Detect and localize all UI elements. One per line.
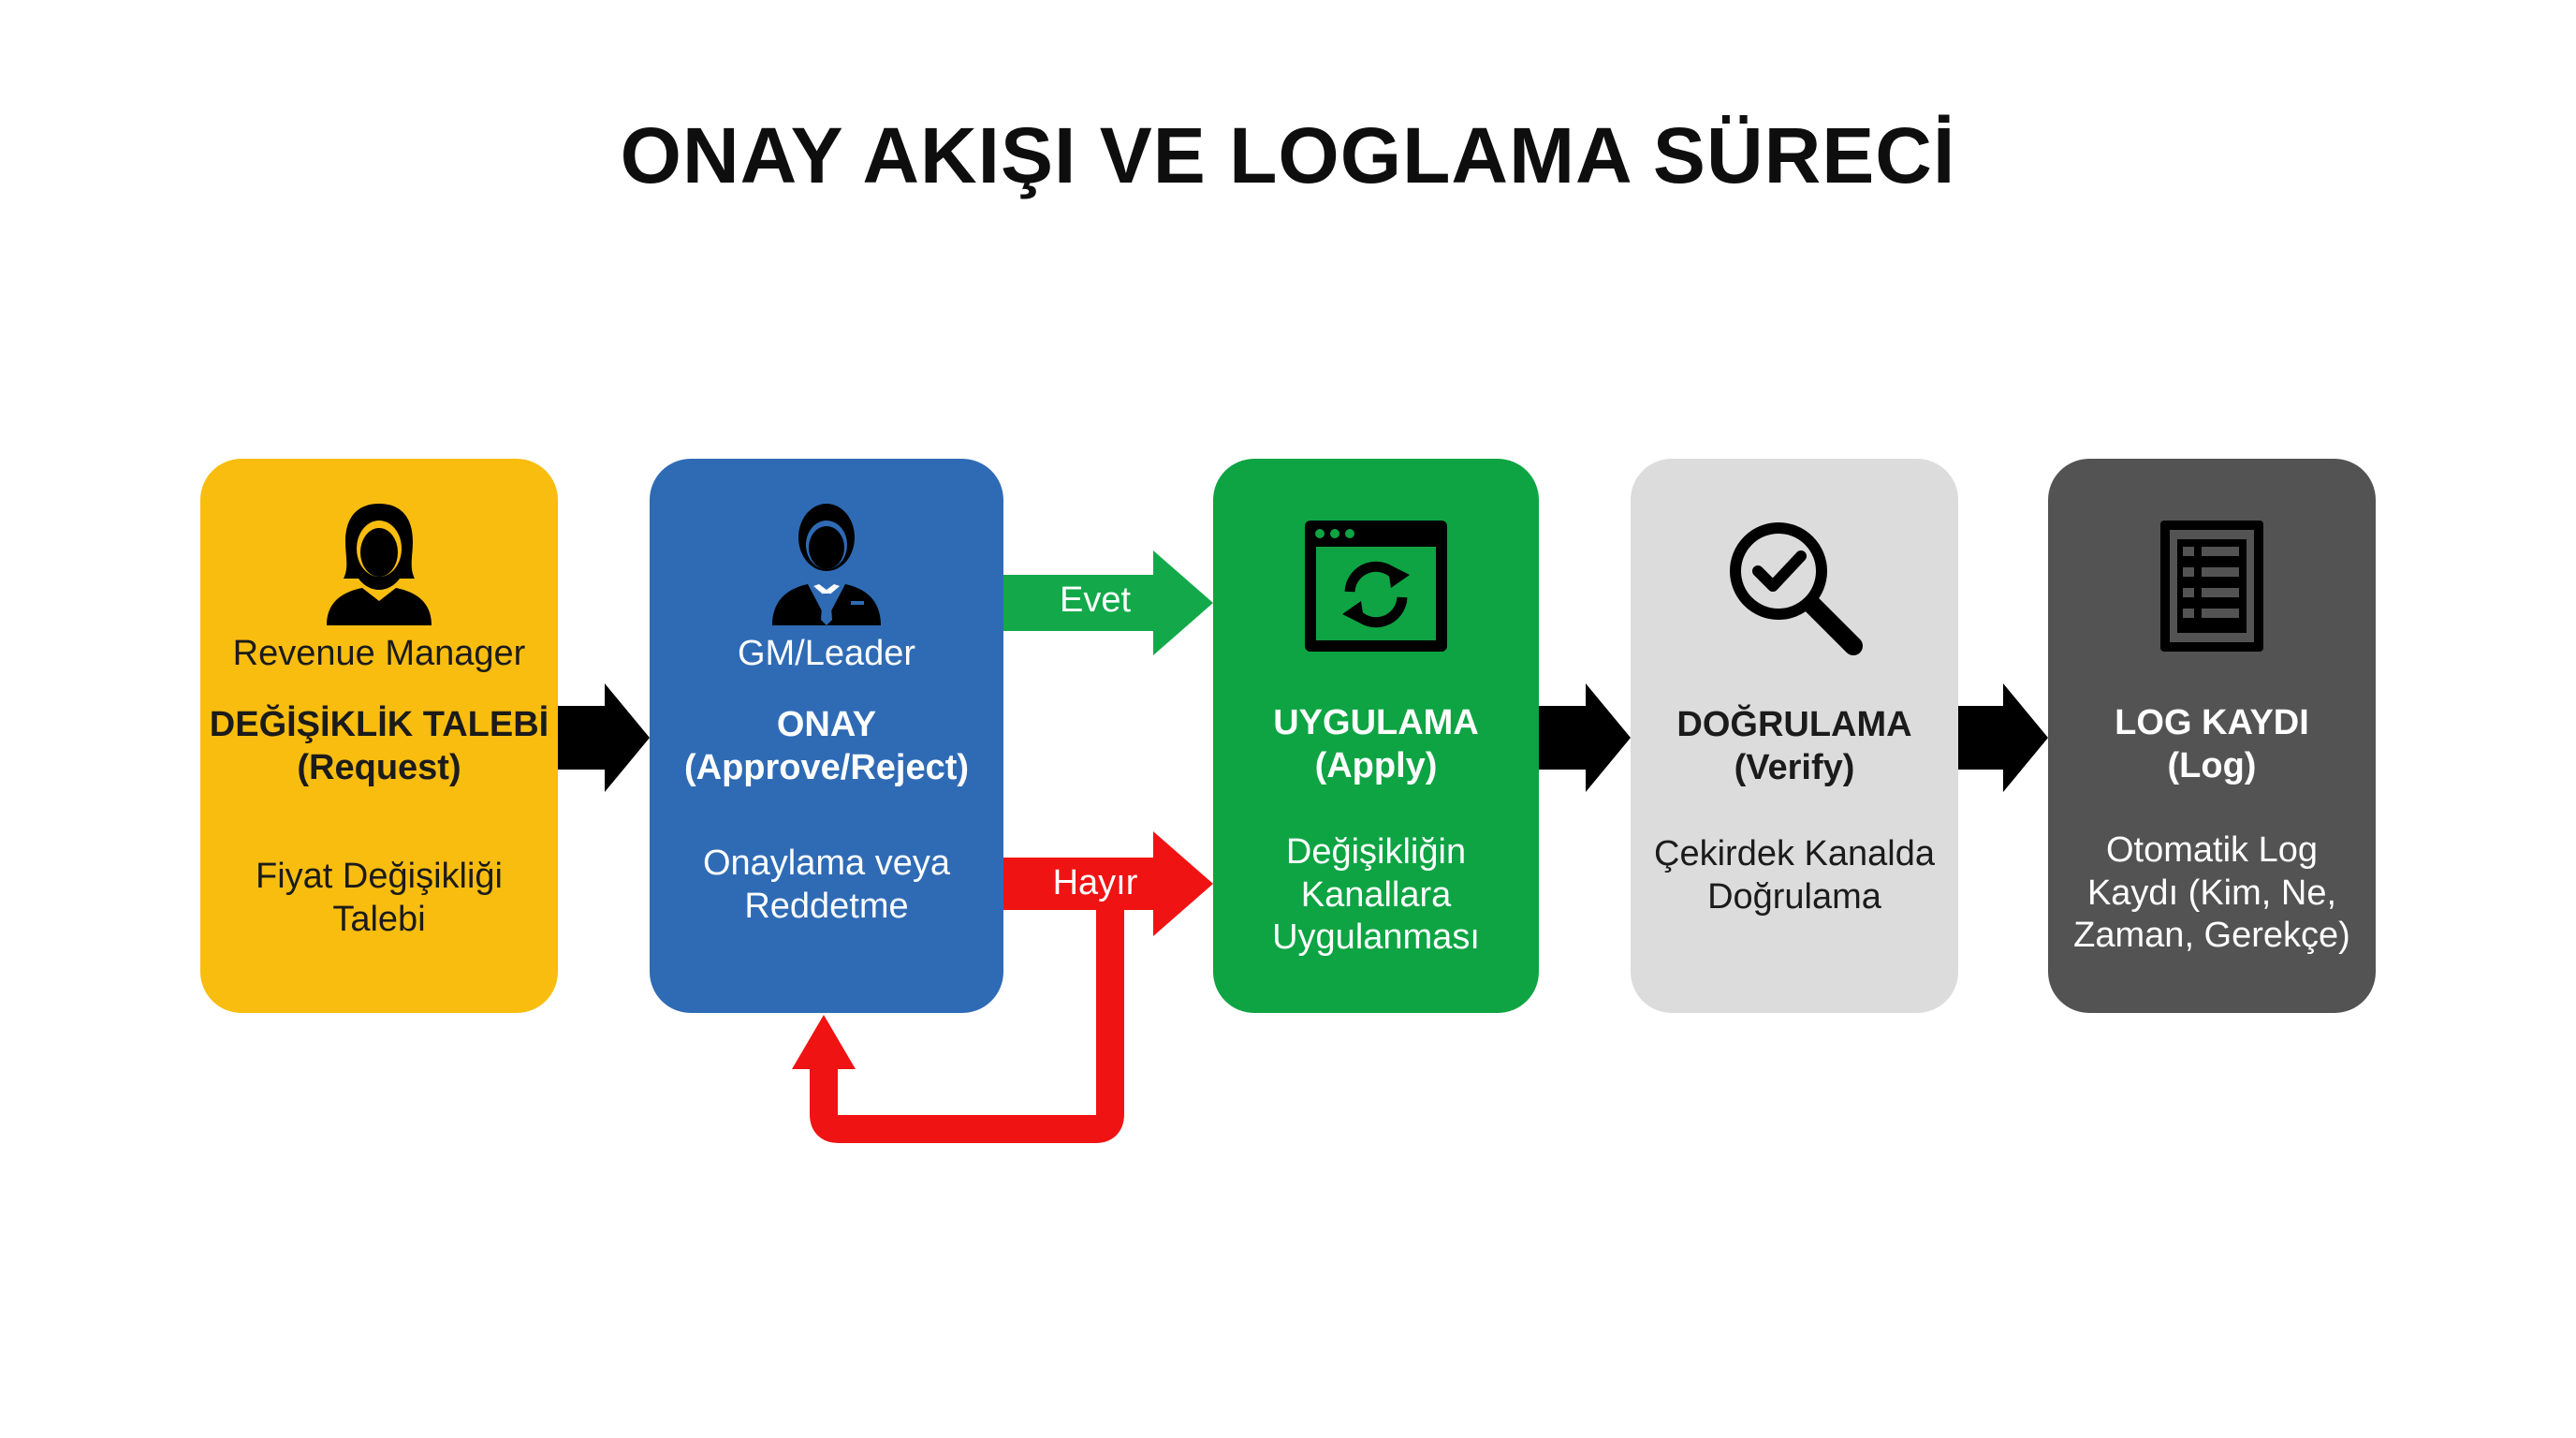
step-description-line: Kaydı (Kim, Ne,: [2086, 873, 2337, 913]
step-description-line: Doğrulama: [1707, 876, 1881, 917]
step-stage: UYGULAMA (Apply): [1213, 702, 1539, 787]
browser-refresh-icon: [1301, 517, 1451, 660]
step-approve-card: GM/Leader ONAY (Approve/Reject) Onaylama…: [650, 459, 1003, 1013]
step-description: Onaylama veya Reddetme: [650, 843, 1003, 928]
step-stage: LOG KAYDI (Log): [2048, 702, 2376, 787]
step-verify-card: DOĞRULAMA (Verify) Çekirdek Kanalda Doğr…: [1631, 459, 1958, 1013]
step-stage-line1: DOĞRULAMA: [1676, 705, 1912, 744]
step-stage-line1: ONAY: [776, 705, 877, 744]
woman-user-icon: [321, 500, 437, 630]
step-stage-line2: (Verify): [1734, 747, 1855, 787]
step-stage-line1: UYGULAMA: [1273, 703, 1479, 742]
step-description-line: Onaylama veya: [702, 844, 950, 883]
magnifier-check-icon: [1724, 517, 1865, 662]
step-description-line: Uygulanması: [1272, 917, 1480, 958]
yes-arrow: [1003, 550, 1213, 655]
step-apply-card: UYGULAMA (Apply) Değişikliğin Kanallara …: [1213, 459, 1539, 1013]
step-role: GM/Leader: [737, 634, 916, 673]
no-arrow: [1003, 831, 1213, 936]
step-description-line: Zaman, Gerekçe): [2073, 916, 2350, 956]
step-description-line: Değişikliğin: [1285, 832, 1467, 872]
step-description-line: Talebi: [332, 899, 426, 939]
step-request-card: Revenue Manager DEĞİŞİKLİK TALEBİ (Reque…: [200, 459, 558, 1013]
page-title: ONAY AKIŞI VE LOGLAMA SÜRECİ: [620, 111, 1956, 199]
step-stage: DOĞRULAMA (Verify): [1631, 704, 1958, 789]
list-document-icon: [2157, 517, 2267, 660]
step-description: Çekirdek Kanalda Doğrulama: [1631, 833, 1958, 918]
step-log-card: LOG KAYDI (Log) Otomatik Log Kaydı (Kim,…: [2048, 459, 2376, 1013]
step-description-line: Kanallara: [1300, 874, 1452, 915]
reject-loop-path: [810, 910, 1124, 1143]
no-label: Hayır: [1052, 863, 1138, 902]
step-description-line: Otomatik Log: [2106, 830, 2318, 870]
reject-loop-arrowhead: [792, 1015, 856, 1069]
step-stage-line2: (Apply): [1314, 745, 1438, 785]
step-description: Değişikliğin Kanallara Uygulanması: [1213, 831, 1539, 960]
step-role: Revenue Manager: [232, 634, 526, 673]
step-stage: ONAY (Approve/Reject): [650, 704, 1003, 789]
step-description-line: Fiyat Değişikliği: [256, 857, 503, 896]
flow-arrow-verify-to-log: [1958, 683, 2048, 792]
businessman-icon: [768, 496, 885, 630]
flow-arrow-request-to-approve: [558, 683, 650, 792]
flow-arrow-apply-to-verify: [1539, 683, 1631, 792]
step-stage-line2: (Request): [297, 747, 461, 787]
step-stage-line2: (Log): [2167, 745, 2257, 785]
step-stage-line1: LOG KAYDI: [2115, 703, 2309, 742]
step-stage-line2: (Approve/Reject): [683, 747, 970, 787]
step-description-line: Çekirdek Kanalda: [1654, 834, 1935, 873]
step-description-line: Reddetme: [744, 886, 909, 926]
yes-label: Evet: [1059, 580, 1132, 620]
step-description: Otomatik Log Kaydı (Kim, Ne, Zaman, Gere…: [2048, 829, 2376, 958]
step-stage-line1: DEĞİŞİKLİK TALEBİ: [209, 705, 549, 744]
step-description: Fiyat Değişikliği Talebi: [200, 856, 558, 941]
step-stage: DEĞİŞİKLİK TALEBİ (Request): [200, 704, 558, 789]
